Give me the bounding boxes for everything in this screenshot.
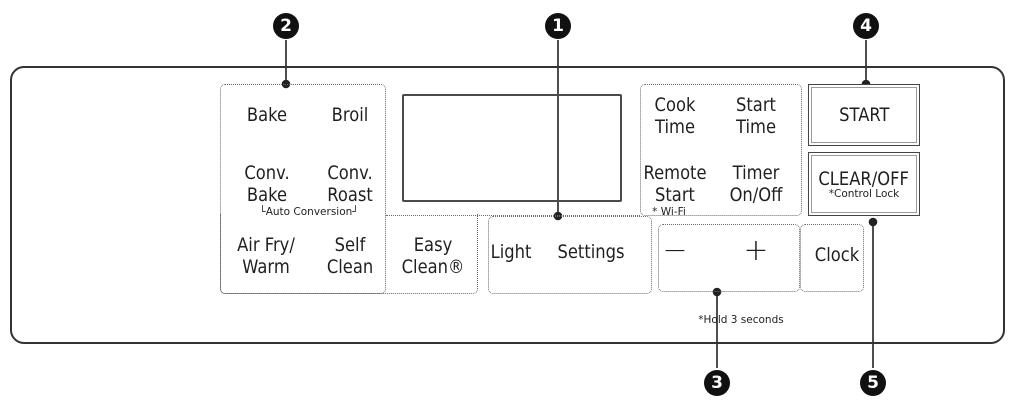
callout-4: 4 [853,13,879,39]
hold-note: *Hold 3 seconds [698,314,784,326]
control-lock-label: *Control Lock [828,188,900,200]
callout-5: 5 [860,370,886,396]
callout-1: 1 [545,13,571,39]
wifi-note: * Wi-Fi [652,206,686,218]
conv-roast-button[interactable]: Conv.Roast [327,162,373,206]
bake-button[interactable]: Bake [246,104,288,126]
clear-off-button[interactable]: CLEAR/OFF *Control Lock [808,152,920,216]
broil-button[interactable]: Broil [331,104,369,126]
light-button[interactable]: Light [490,241,532,263]
plus-button[interactable]: + [743,233,769,268]
clear-off-label: CLEAR/OFF [818,168,910,190]
adjust-group [658,224,800,292]
display-screen [402,94,622,202]
timing-group [640,84,802,216]
settings-button[interactable]: Settings [557,241,625,263]
control-panel [10,66,1005,344]
cook-modes-group-lower [220,214,478,294]
air-fry-warm-button[interactable]: Air Fry/Warm [237,234,295,278]
start-label: START [838,104,890,126]
options-group [488,216,652,294]
auto-conversion-label: └Auto Conversion┘ [259,206,359,218]
clock-group [800,224,864,292]
options-group-upper [386,84,640,216]
start-button[interactable]: START [808,84,920,146]
clock-button[interactable]: Clock [814,244,860,266]
minus-button[interactable]: − [662,233,688,268]
callout-3: 3 [704,370,730,396]
callout-2: 2 [273,13,299,39]
conv-bake-button[interactable]: Conv.Bake [244,162,290,206]
